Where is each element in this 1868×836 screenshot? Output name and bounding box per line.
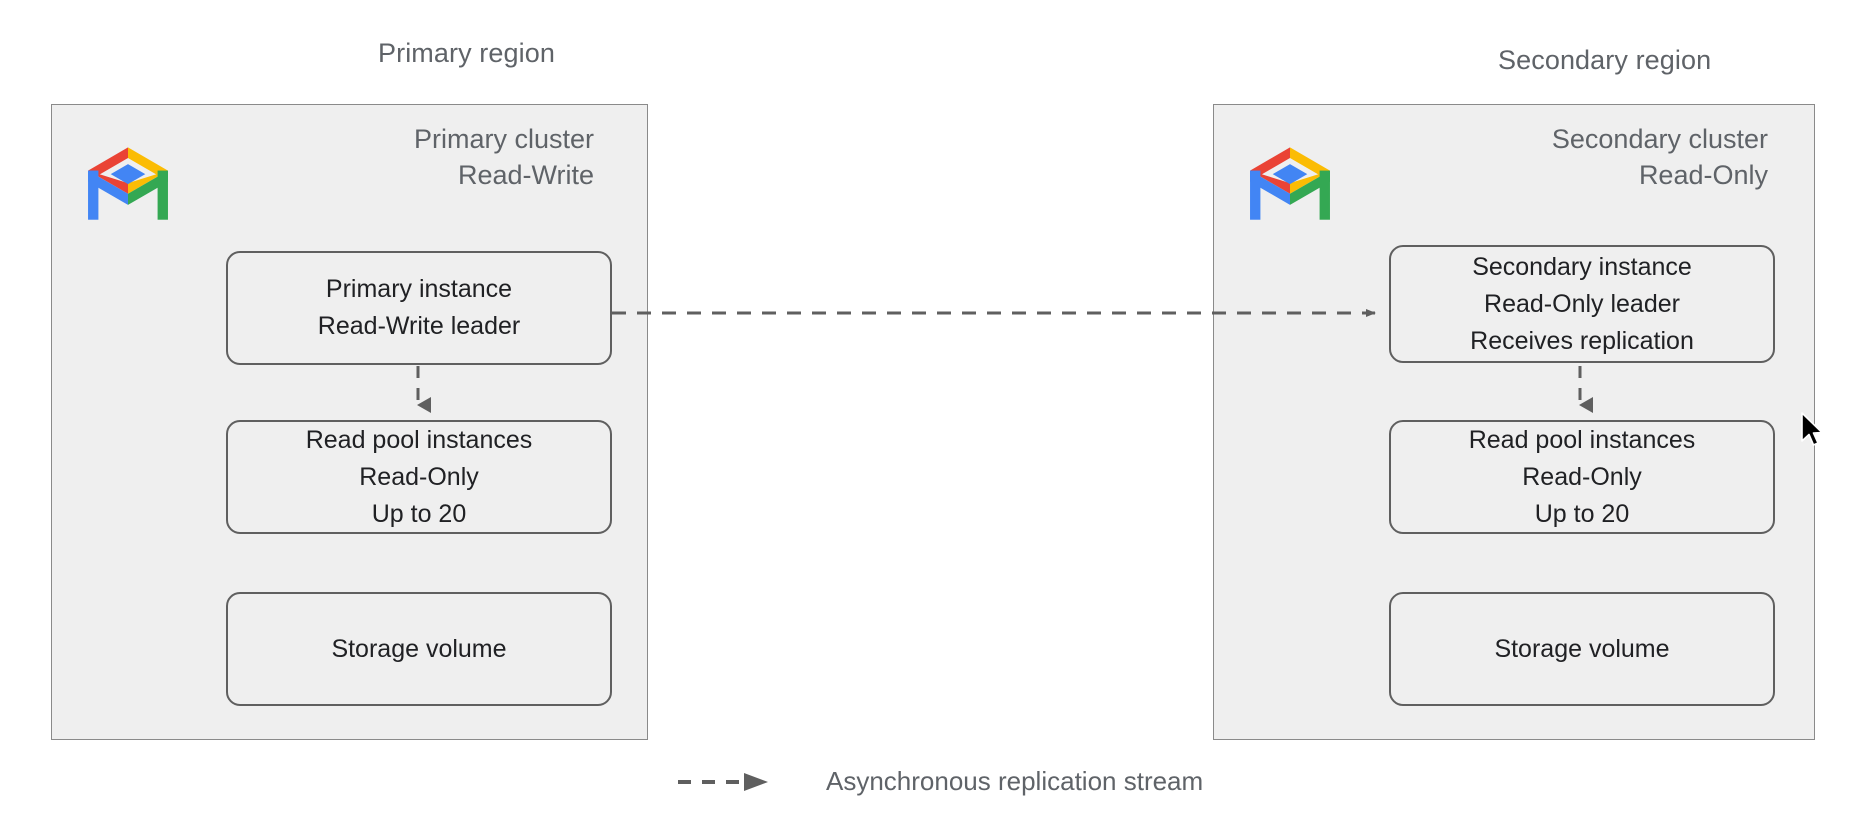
dashed-arrow-icon [678, 772, 768, 791]
legend: Asynchronous replication stream [676, 766, 1203, 797]
alloydb-logo-icon [1250, 147, 1330, 220]
secondary-read-pool-box[interactable]: Read pool instances Read-Only Up to 20 [1389, 420, 1775, 534]
secondary-storage-volume-label: Storage volume [1494, 634, 1670, 663]
secondary-instance-line-3: Receives replication [1470, 326, 1694, 355]
primary-instance-line-2: Read-Write leader [317, 312, 521, 340]
primary-region-title: Primary region [378, 38, 555, 68]
mouse-pointer-icon [1801, 412, 1823, 446]
secondary-cluster-label-line1: Secondary cluster [1551, 124, 1768, 154]
primary-storage-volume-label: Storage volume [331, 634, 507, 663]
secondary-cluster-panel: Secondary cluster Read-Only Secondary in… [1213, 104, 1815, 740]
primary-cluster-label-line2: Read-Write [457, 160, 594, 190]
secondary-instance-box[interactable]: Secondary instance Read-Only leader Rece… [1389, 245, 1775, 363]
secondary-read-pool-line-3: Up to 20 [1534, 499, 1630, 528]
secondary-region-title: Secondary region [1498, 45, 1712, 75]
primary-instance-line-1: Primary instance [325, 275, 513, 303]
primary-read-pool-line-2: Read-Only [359, 462, 479, 491]
primary-storage-volume-box[interactable]: Storage volume [226, 592, 612, 706]
alloydb-logo-icon [88, 147, 168, 220]
secondary-instance-line-1: Secondary instance [1472, 252, 1692, 281]
secondary-read-pool-line-2: Read-Only [1522, 462, 1642, 491]
primary-instance-box[interactable]: Primary instance Read-Write leader [226, 251, 612, 365]
primary-read-pool-line-3: Up to 20 [371, 499, 467, 528]
secondary-cluster-label: Secondary cluster Read-Only [1552, 121, 1768, 193]
primary-read-pool-box[interactable]: Read pool instances Read-Only Up to 20 [226, 420, 612, 534]
secondary-instance-line-2: Read-Only leader [1484, 289, 1680, 318]
legend-label: Asynchronous replication stream [826, 766, 1204, 796]
primary-cluster-label: Primary cluster Read-Write [414, 121, 594, 193]
secondary-read-pool-line-1: Read pool instances [1468, 425, 1696, 454]
primary-cluster-label-line1: Primary cluster [413, 124, 594, 154]
primary-read-pool-line-1: Read pool instances [305, 425, 533, 454]
secondary-storage-volume-box[interactable]: Storage volume [1389, 592, 1775, 706]
primary-cluster-panel: Primary cluster Read-Write Primary insta… [51, 104, 648, 740]
secondary-cluster-label-line2: Read-Only [1638, 160, 1768, 190]
